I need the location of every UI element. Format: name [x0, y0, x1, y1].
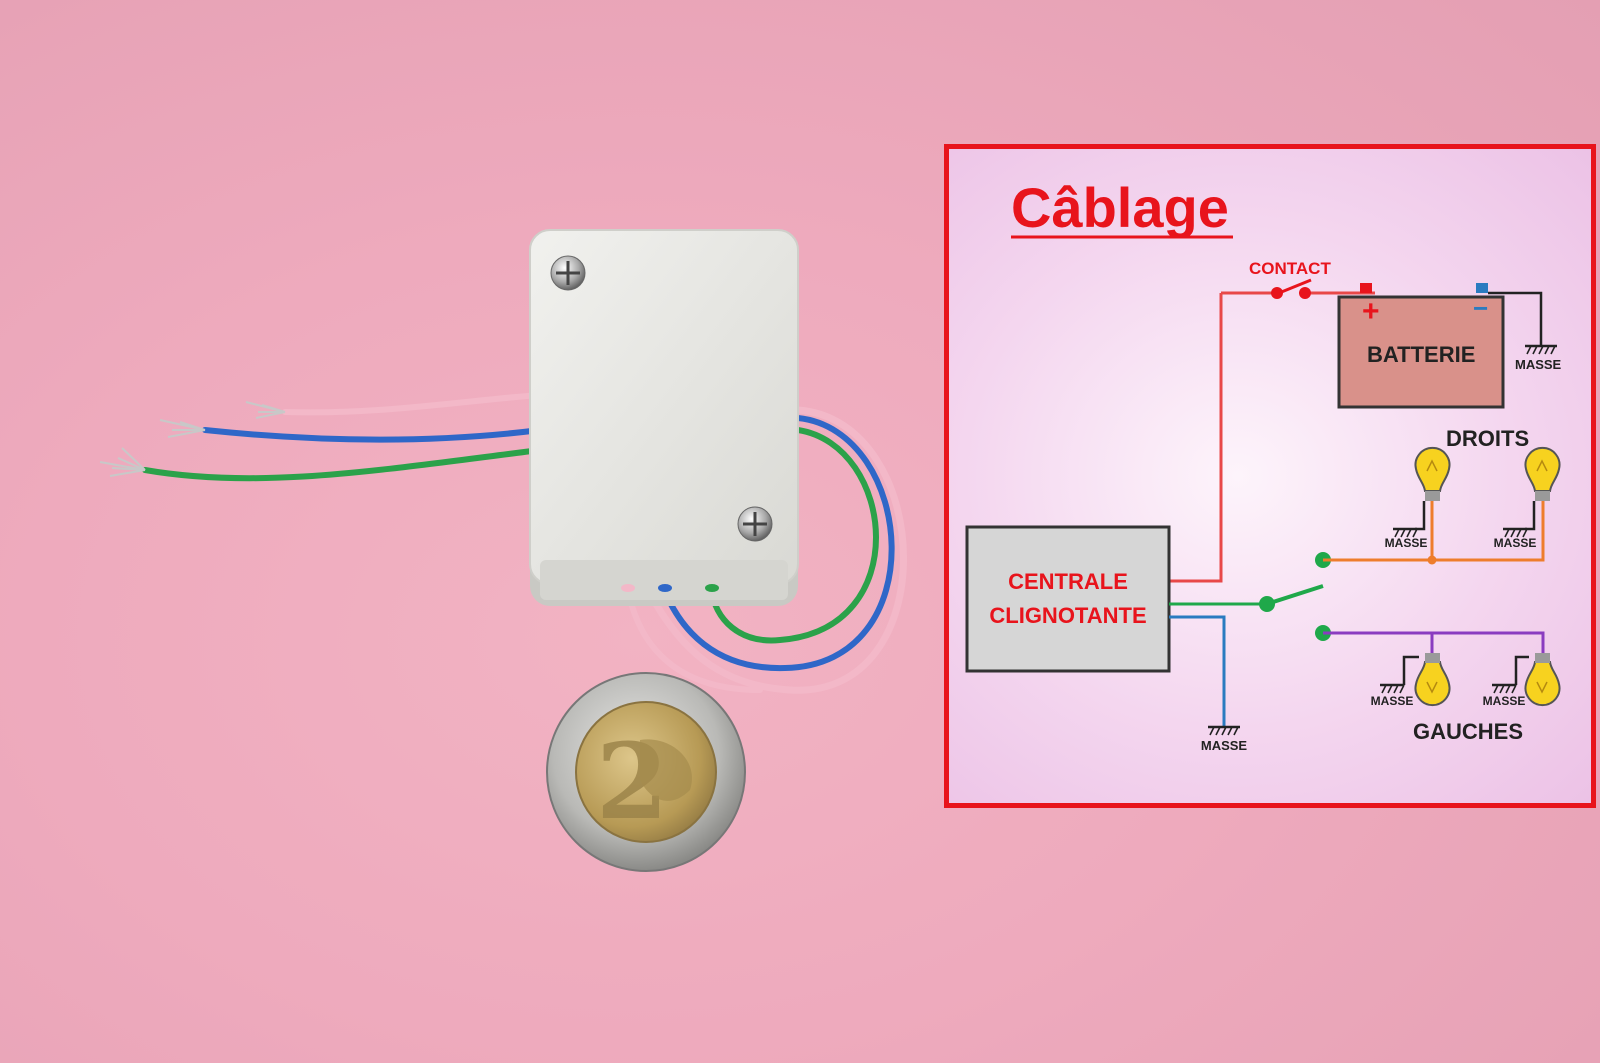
screw-icon: [550, 255, 586, 291]
battery-plus: +: [1362, 295, 1380, 328]
ground-label: MASSE: [1371, 694, 1414, 708]
module-label-line1: CENTRALE: [1008, 569, 1128, 594]
stripped-wire-ends: [99, 401, 286, 477]
screw-icon: [737, 506, 773, 542]
lamp-icon: [1524, 653, 1561, 707]
product-photo: 2: [99, 229, 907, 872]
wire-loops: [644, 406, 907, 694]
ground-icon: [1380, 655, 1529, 694]
battery: + − BATTERIE: [1337, 283, 1505, 409]
two-euro-coin: 2: [546, 672, 746, 872]
blue-ground-wire: [1169, 615, 1240, 736]
battery-minus: −: [1473, 293, 1488, 323]
ground-label: MASSE: [1483, 694, 1526, 708]
wiring-diagram-panel: Câblage CONTACT + − BATTERIE: [944, 144, 1596, 808]
contact-label: CONTACT: [1249, 259, 1331, 278]
junction-dot: [1427, 555, 1437, 565]
green-wire: [1169, 552, 1331, 641]
ground-label: MASSE: [1494, 536, 1537, 550]
flasher-central-module: CENTRALE CLIGNOTANTE: [965, 525, 1171, 673]
diagram-title: Câblage: [1011, 176, 1229, 239]
ground-label: MASSE: [1201, 738, 1248, 753]
lamp-icon: [1414, 653, 1451, 707]
lamp-icon: [1414, 446, 1451, 501]
contact-switch: CONTACT: [1249, 259, 1331, 299]
flasher-module-box: [529, 229, 799, 606]
right-lamps-label: DROITS: [1446, 426, 1529, 451]
wire-leads: [142, 392, 763, 693]
ground-label: MASSE: [1385, 536, 1428, 550]
ground-label: MASSE: [1515, 357, 1562, 372]
module-label-line2: CLIGNOTANTE: [989, 603, 1146, 628]
orange-wire: [1323, 493, 1545, 562]
ground-icon: [1393, 501, 1536, 538]
battery-label: BATTERIE: [1367, 342, 1475, 367]
left-lamps-label: GAUCHES: [1413, 719, 1523, 744]
ground-icon: [1488, 291, 1557, 355]
lamp-icon: [1524, 446, 1561, 501]
